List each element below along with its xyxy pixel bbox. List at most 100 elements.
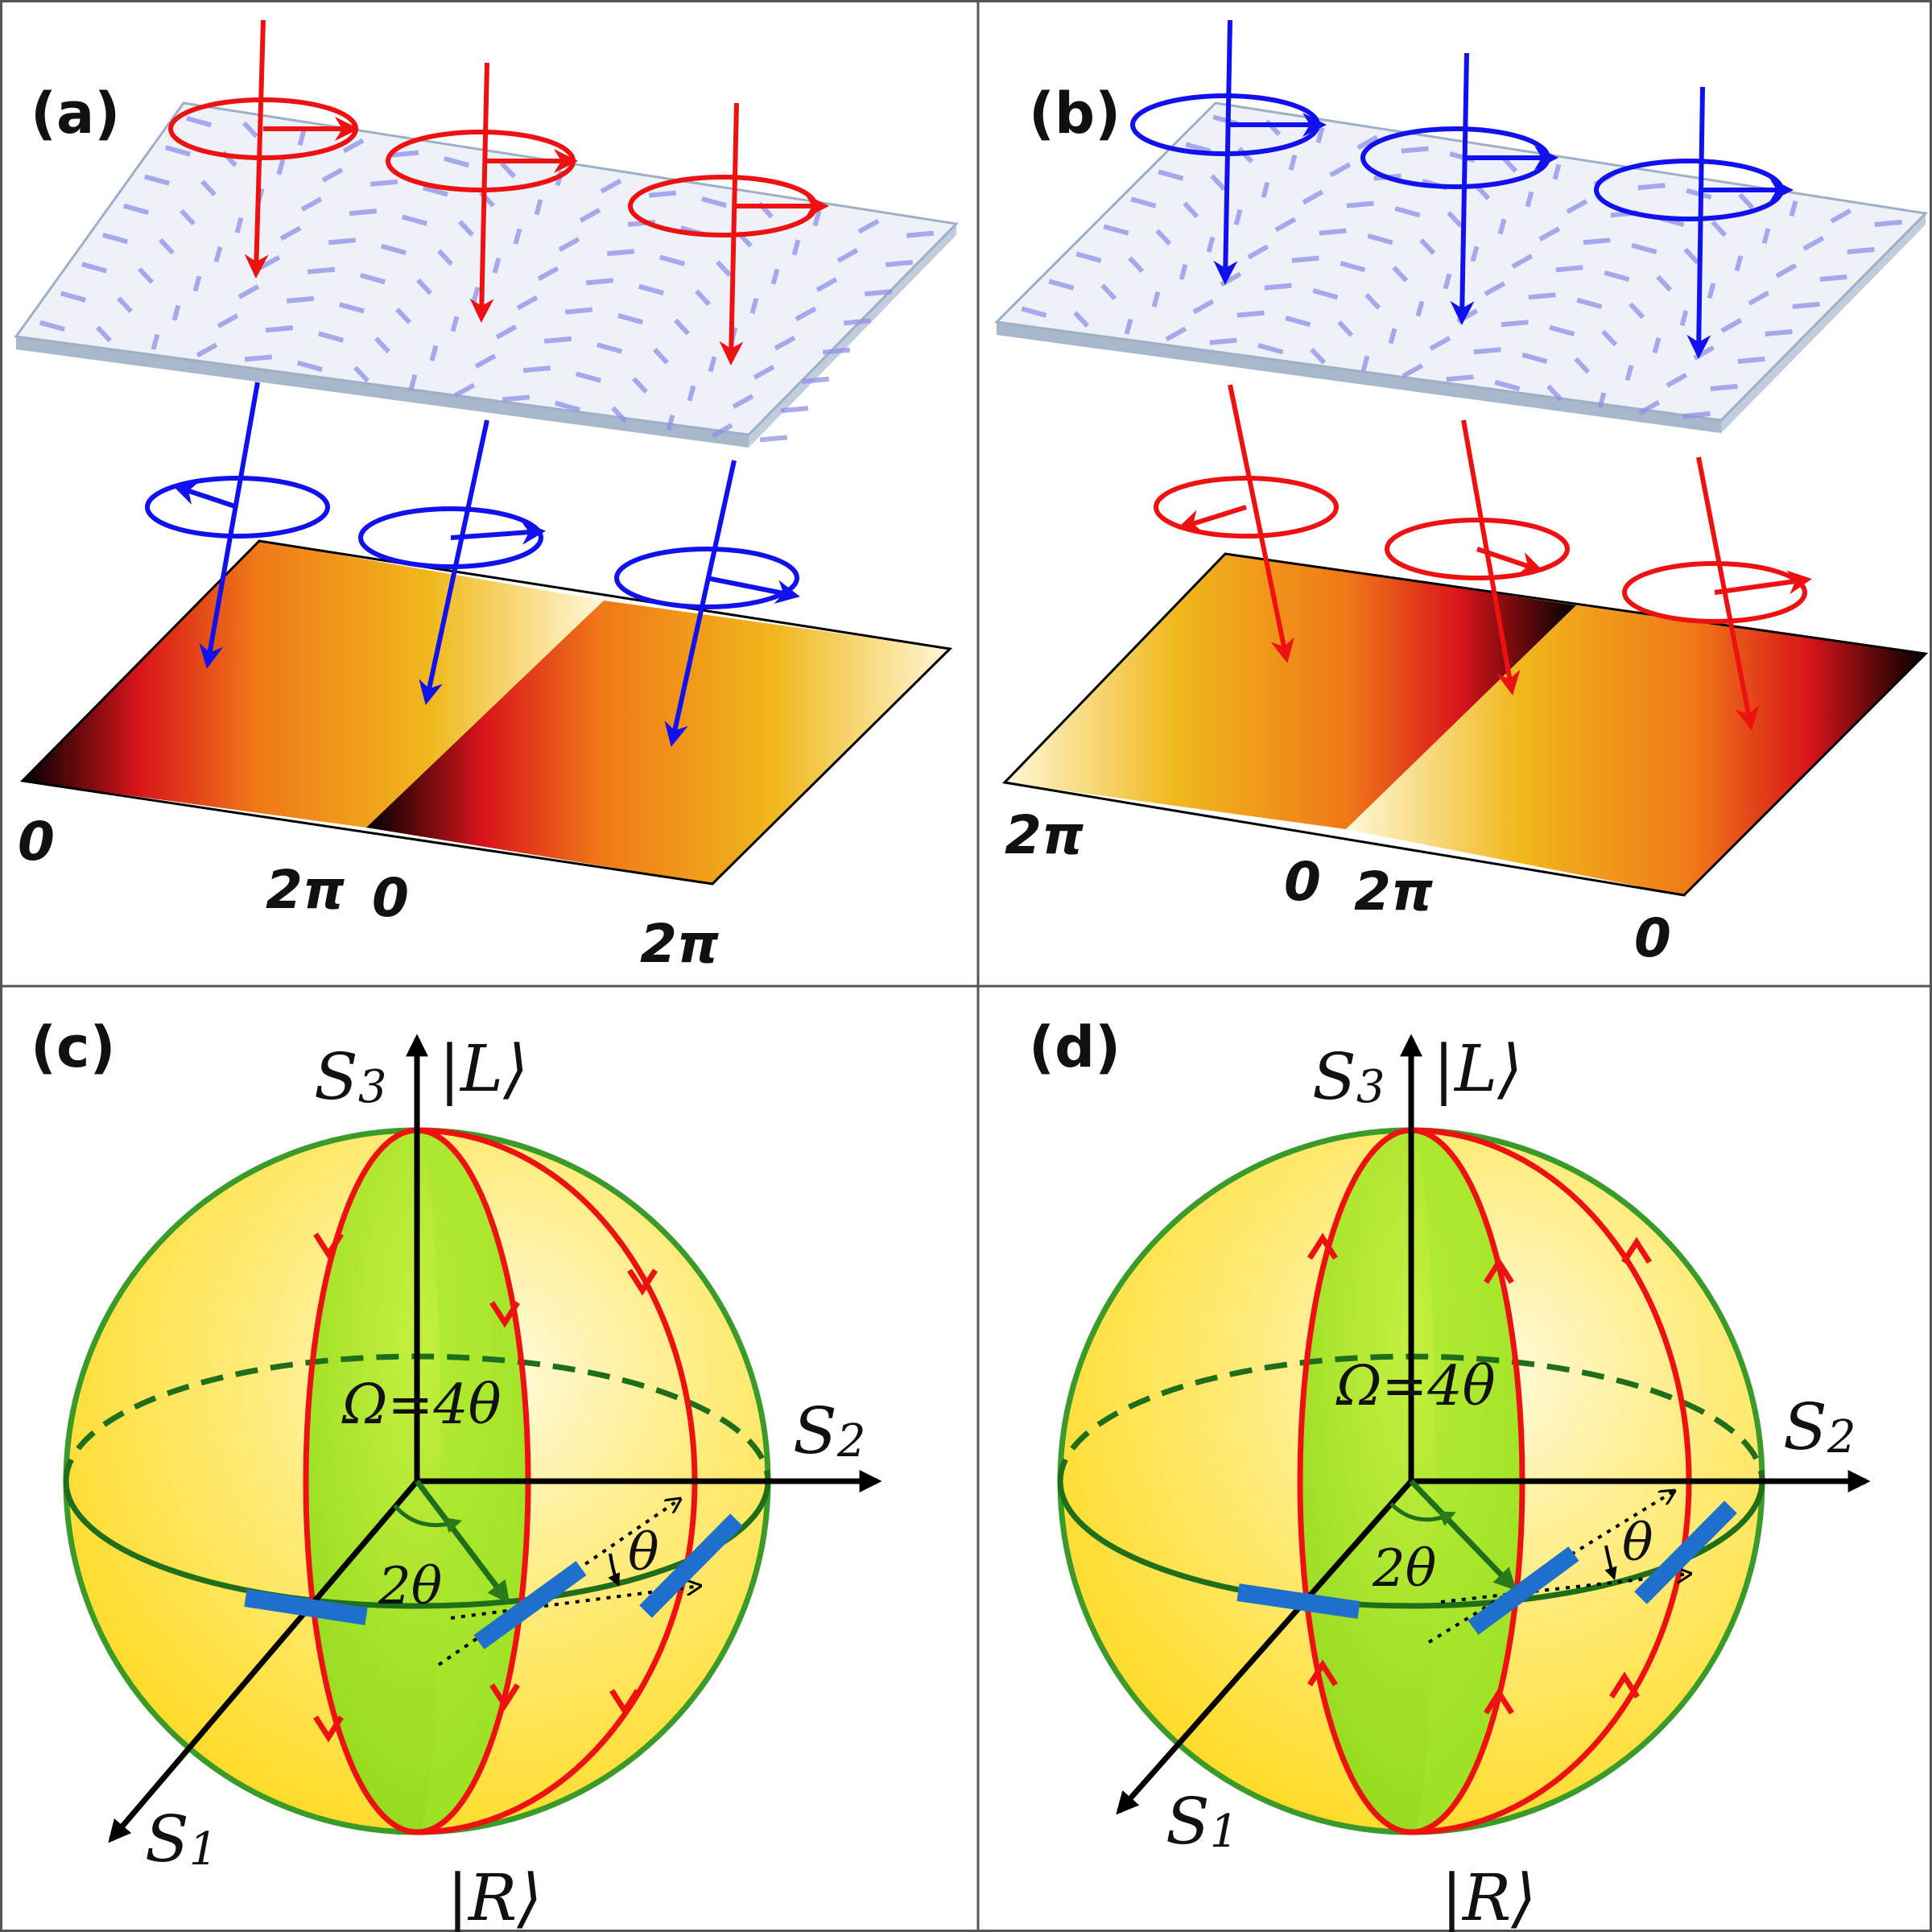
s2-label: S2 [1783, 1389, 1856, 1464]
theta-label: θ [628, 1523, 659, 1583]
path-arrows [313, 1232, 658, 1743]
panel-d-label: (d) [1029, 1014, 1121, 1080]
plate-dash [1473, 347, 1501, 355]
plate-dash [1274, 217, 1297, 233]
plate-dash [102, 233, 128, 245]
plate-dash [836, 248, 859, 263]
waveplates [244, 1513, 743, 1649]
plate-dash [349, 208, 378, 217]
plate-dash [1574, 357, 1591, 374]
plate-dash [1319, 228, 1347, 236]
plate-dash [1802, 235, 1825, 251]
plate-dash [217, 313, 239, 328]
plate-dash [297, 360, 323, 372]
plate-dash [537, 266, 559, 282]
plate-dash [701, 196, 727, 208]
plate-dash [1707, 283, 1716, 299]
plate-dash [780, 406, 809, 414]
plate-dash [318, 331, 344, 343]
plate-dash [1737, 356, 1765, 364]
plate-dash [795, 306, 817, 322]
plate-dash [653, 348, 669, 365]
plate-dash [611, 406, 627, 423]
plate-dash [1247, 244, 1269, 260]
plate-dash [1419, 238, 1436, 255]
tick-a-4: 2π [640, 913, 719, 975]
plate-dash [1761, 228, 1771, 245]
plate-dash [1484, 281, 1506, 296]
plate-dash [200, 180, 217, 196]
plate-dash [117, 296, 133, 313]
plate-dash [300, 196, 323, 212]
plate-dash [1103, 224, 1129, 236]
plate-dash [1765, 328, 1793, 336]
plate-dash [213, 246, 223, 263]
plate-dash [1830, 208, 1852, 224]
plate-dash [558, 237, 580, 252]
theta-arc [608, 1553, 620, 1587]
plate-dash [369, 179, 398, 187]
plate-dash [328, 237, 357, 246]
s1-label: S1 [1166, 1784, 1238, 1859]
plate-dash [543, 336, 572, 344]
plate-dash [342, 138, 365, 154]
plate-dash [1021, 306, 1047, 318]
plate-dash [502, 394, 530, 402]
plate-dash [1549, 324, 1575, 336]
plate-dash [1604, 270, 1630, 282]
plate-dash [339, 302, 365, 314]
plate-dash [513, 228, 522, 245]
plate-dash [1192, 299, 1215, 315]
plate-dash [579, 208, 601, 223]
plate-dash [774, 335, 796, 351]
panel-b: (b) [993, 19, 1929, 969]
plate-dash [534, 199, 543, 216]
plate-dash [749, 297, 759, 314]
plate-dash [1447, 211, 1463, 228]
plate-dash [1597, 392, 1607, 409]
plate-dash [1511, 254, 1534, 269]
plate-dash [1521, 352, 1548, 364]
plate-dash [1683, 247, 1700, 265]
plate-dash [151, 333, 160, 350]
plate-dash [822, 347, 851, 355]
plate-dash [395, 308, 411, 324]
plate-dash [1346, 200, 1374, 208]
plate-dash [171, 304, 181, 321]
panel-c: (c) [31, 1014, 882, 1932]
plate-dash [1748, 290, 1770, 306]
plate-dash [1264, 283, 1292, 291]
plate-dash [708, 356, 717, 373]
plate-dash [416, 278, 432, 295]
plate-dash [297, 130, 307, 147]
plate-dash [516, 295, 539, 311]
plate-dash [423, 185, 448, 197]
plate-dash [1302, 189, 1324, 205]
plate-dash [1209, 337, 1237, 345]
plate-dash [564, 307, 593, 315]
plate-dash [237, 284, 260, 299]
plate-dash [1601, 329, 1618, 347]
plate-dash [1206, 236, 1216, 253]
plate-dash [1360, 355, 1370, 372]
plate-dash [555, 400, 580, 412]
plate-dash [1792, 301, 1820, 309]
plate-dash [408, 374, 418, 390]
panel-b-label: (b) [1029, 80, 1121, 147]
plate-dash [522, 365, 551, 374]
plate-dash [648, 190, 677, 198]
plate-dash [617, 313, 643, 325]
plate-dash [1257, 343, 1284, 355]
two-theta-arrow [415, 1479, 510, 1604]
tick-b-1: 2π [1005, 804, 1084, 866]
plate-dash [1528, 292, 1556, 300]
plate-dash [1288, 154, 1298, 171]
plate-dash [1210, 174, 1227, 192]
plate-dash [864, 289, 893, 297]
plate-dash [1656, 275, 1673, 292]
plate-dash [186, 116, 212, 128]
plate-dash [666, 414, 675, 431]
plate-dash [597, 342, 622, 354]
plate-dash [1075, 251, 1102, 263]
plate-dash [450, 316, 460, 332]
